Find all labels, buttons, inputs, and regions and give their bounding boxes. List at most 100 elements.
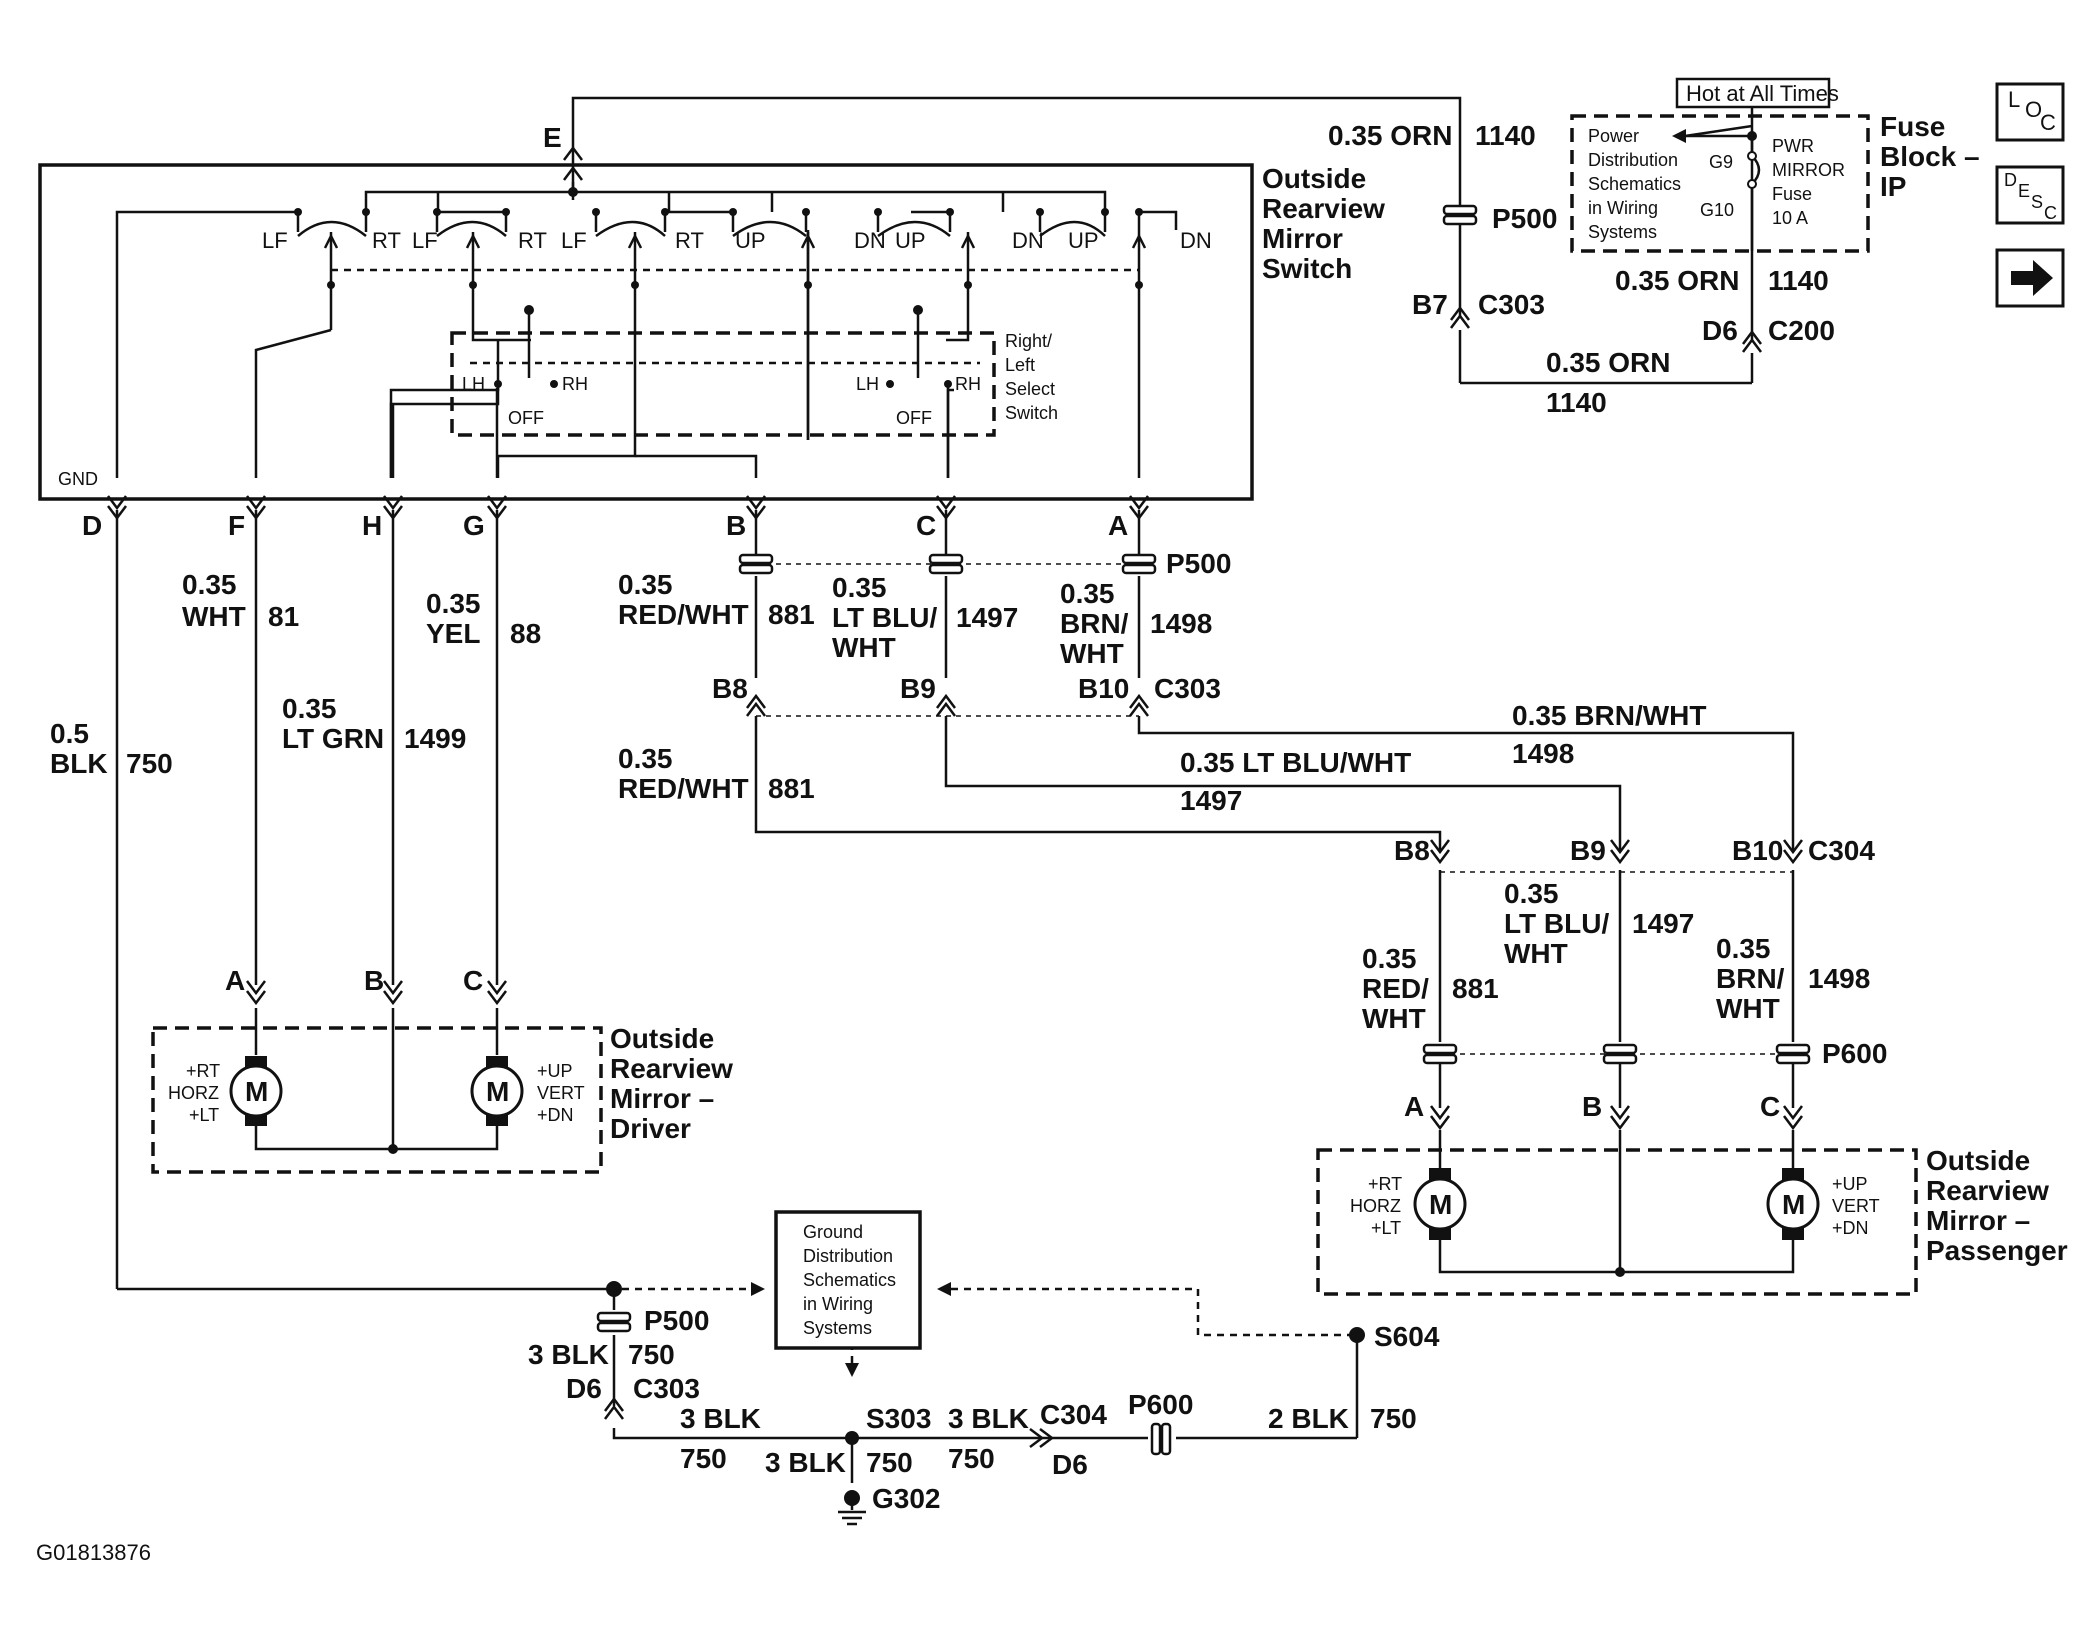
terminal-c: C (916, 510, 936, 541)
select-off-1: OFF (508, 408, 544, 428)
power-ref-line-4: in Wiring (1588, 198, 1658, 218)
redwht-circuit-2: 881 (768, 773, 815, 804)
terminal-a: A (1108, 510, 1128, 541)
pin-chevron (246, 505, 266, 521)
pass-horz-line-1: +RT (1368, 1174, 1402, 1194)
pin-chevron (936, 505, 956, 521)
gnd-label: GND (58, 469, 98, 489)
ground-ref-line-5: Systems (803, 1318, 872, 1338)
c200-pin-b (1742, 329, 1762, 345)
brnwht-gauge-3: 0.35 (1716, 933, 1771, 964)
pin-chevron (383, 495, 403, 511)
redwht-gauge-3: 0.35 (1362, 943, 1417, 974)
fuse-block-line-2: Block – (1880, 141, 1980, 172)
pin-chevron (746, 495, 766, 511)
pin-chevron (246, 990, 266, 1006)
d6-label-c303-gnd: D6 (566, 1373, 602, 1404)
fuse-pin-g9: G9 (1709, 152, 1733, 172)
yel-gauge: 0.35 (426, 588, 481, 619)
ground-ref-line-4: in Wiring (803, 1294, 873, 1314)
b8-label-c303: B8 (712, 673, 748, 704)
contact-dot (592, 208, 600, 216)
connector-half (596, 1311, 632, 1323)
ltbluwht-circuit-3: 1497 (1632, 908, 1694, 939)
wiper-arrow (960, 233, 976, 249)
connector-half (1121, 553, 1157, 565)
connector-half (1422, 1043, 1458, 1055)
driver-label-line-3: Mirror – (610, 1083, 714, 1114)
b9-label-c303: B9 (900, 673, 936, 704)
fuse-block-label: Fuse Block – IP (1880, 111, 1980, 202)
contact-dot (964, 281, 972, 289)
c303-label-mid: C303 (1154, 673, 1221, 704)
c200-pin (1742, 337, 1762, 353)
pass-terminal-a: A (1404, 1091, 1424, 1122)
c304-label-gnd: C304 (1040, 1399, 1107, 1430)
hot-at-all-times: Hot at All Times (1686, 81, 1839, 106)
pos-dn-3: DN (1180, 228, 1212, 253)
select-label-line-4: Switch (1005, 403, 1058, 423)
pin-chevron (746, 505, 766, 521)
s604-label: S604 (1374, 1321, 1440, 1352)
pin-chevron (1430, 839, 1450, 855)
contact-dot (631, 281, 639, 289)
wiper-arrow (465, 233, 481, 249)
arrow-right-icon (2011, 260, 2053, 296)
orn-gauge-top: 0.35 ORN (1328, 120, 1453, 151)
s303-label: S303 (866, 1403, 931, 1434)
contact-dot (874, 208, 882, 216)
blk2-gauge: 2 BLK (1268, 1403, 1349, 1434)
wiper-arrow (800, 233, 816, 249)
terminal-b: B (726, 510, 746, 541)
power-distribution-ref: Power Distribution Schematics in Wiring … (1588, 126, 1681, 242)
ltbluwht-gauge-3: 0.35 (1504, 878, 1559, 909)
select-switch-internals (389, 187, 952, 478)
pin-chevron (1430, 1115, 1450, 1131)
pos-dn-2: DN (1012, 228, 1044, 253)
c303-label-top: C303 (1478, 289, 1545, 320)
p600-connector-gnd (1150, 1422, 1172, 1456)
motor-letter-pass-vert: M (1782, 1189, 1805, 1220)
blk3-circuit-3: 750 (948, 1443, 995, 1474)
passenger-mirror-box (1316, 1148, 1918, 1296)
contact-dot (294, 208, 302, 216)
contact-dot (433, 208, 441, 216)
wht-circuit: 81 (268, 601, 299, 632)
passenger-vert-motor: M +UP VERT +DN (1766, 1168, 1880, 1240)
contact-dot (502, 208, 510, 216)
contact-dot (946, 208, 954, 216)
drv-vert-line-3: +DN (537, 1105, 574, 1125)
connector-half (928, 553, 964, 565)
p600-label-top: P600 (1822, 1038, 1887, 1069)
redwht-gauge-1: 0.35 (618, 569, 673, 600)
pass-horz-line-2: HORZ (1350, 1196, 1401, 1216)
figure-id: G01813876 (36, 1540, 151, 1565)
ltbluwht-gauge-1: 0.35 (832, 572, 887, 603)
contact-dot (729, 208, 737, 216)
pin-chevron (487, 990, 507, 1006)
switch-label-line-1: Outside (1262, 163, 1366, 194)
connector-half (1422, 1053, 1458, 1065)
motor-letter-drv-vert: M (486, 1076, 509, 1107)
contact-dot (1135, 281, 1143, 289)
contact-dot (802, 208, 810, 216)
orn-circuit-top: 1140 (1475, 120, 1536, 151)
fuse-block-line-1: Fuse (1880, 111, 1945, 142)
brnwht-color-a-3: BRN/ (1716, 963, 1785, 994)
ltbluwht-circuit-2: 1497 (1180, 785, 1242, 816)
blk3-gauge-4: 3 BLK (765, 1447, 846, 1478)
pin-chevron (487, 505, 507, 521)
pos-up-3: UP (1068, 228, 1099, 253)
contact-dot (1135, 208, 1143, 216)
b9-label-c304: B9 (1570, 835, 1606, 866)
select-lh-1: LH (462, 374, 485, 394)
pin-chevron (1783, 1115, 1803, 1131)
pin-chevron (383, 980, 403, 996)
next-arrow-button[interactable] (1995, 248, 2065, 308)
desc-button[interactable]: D E S C (1995, 165, 2065, 225)
loc-button[interactable]: L O C (1995, 82, 2065, 142)
pass-terminal-c: C (1760, 1091, 1780, 1122)
brnwht-full: 0.35 BRN/WHT (1512, 700, 1706, 731)
ltgrn-circuit: 1499 (404, 723, 466, 754)
drv-terminal-a: A (225, 965, 245, 996)
